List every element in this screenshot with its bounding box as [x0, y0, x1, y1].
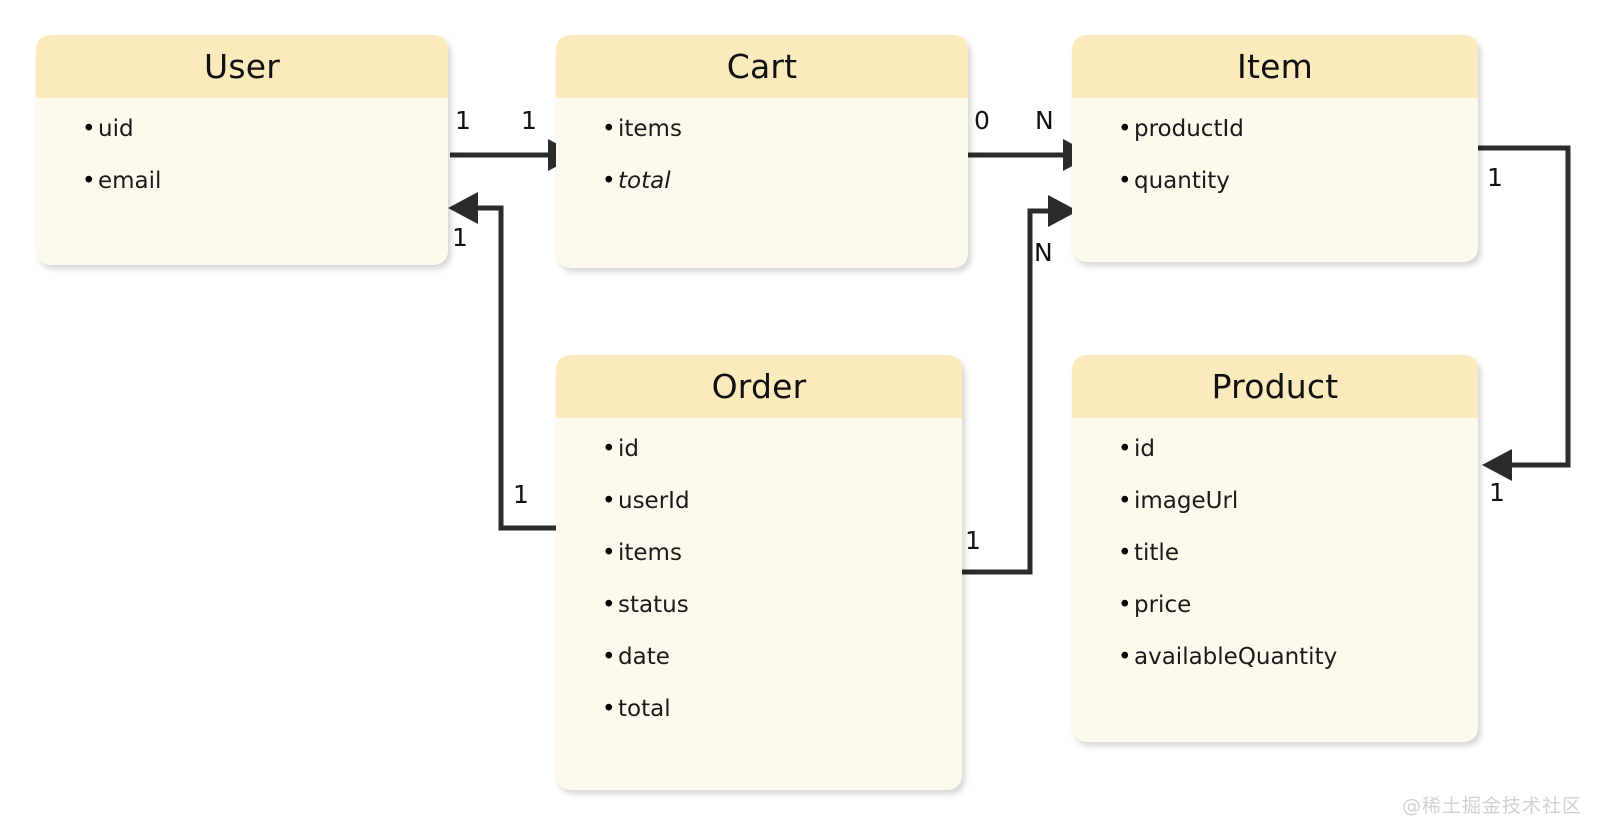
entity-order[interactable]: Order • id • userId • items • status • d…: [556, 355, 962, 790]
attribute-row: • quantity: [1072, 170, 1478, 193]
entity-user-title: User: [203, 47, 281, 86]
attribute-label: imageUrl: [1134, 488, 1239, 514]
bullet-icon: •: [602, 592, 616, 618]
bullet-icon: •: [82, 116, 96, 142]
attribute-label: total: [618, 168, 671, 194]
bullet-icon: •: [602, 168, 616, 194]
bullet-icon: •: [602, 116, 616, 142]
bullet-icon: •: [1118, 168, 1132, 194]
watermark: @稀土掘金技术社区: [1401, 795, 1582, 817]
cardinality-cart-item-source: 0: [974, 106, 990, 135]
attribute-label: productId: [1134, 116, 1244, 142]
attribute-row: • title: [1072, 542, 1478, 565]
attribute-label: email: [98, 168, 162, 194]
entity-product-header: Product: [1072, 355, 1478, 418]
cardinality-item-product-source: 1: [1487, 163, 1503, 192]
entity-order-header: Order: [556, 355, 962, 418]
attribute-label: availableQuantity: [1134, 644, 1338, 670]
attribute-row: • price: [1072, 594, 1478, 617]
attribute-label: uid: [98, 116, 134, 142]
attribute-label: items: [618, 540, 682, 566]
attribute-label: date: [618, 644, 670, 670]
cardinality-cart-item-target: N: [1035, 106, 1054, 135]
bullet-icon: •: [1118, 436, 1132, 462]
attribute-label: userId: [618, 488, 690, 514]
edge-item-product: [1478, 145, 1571, 481]
cardinality-user-cart-target: 1: [521, 106, 537, 135]
bullet-icon: •: [1118, 540, 1132, 566]
bullet-icon: •: [1118, 592, 1132, 618]
edge-order-item: [958, 195, 1078, 575]
entity-user-header: User: [36, 35, 448, 98]
attribute-label: quantity: [1134, 168, 1230, 194]
bullet-icon: •: [602, 436, 616, 462]
cardinality-order-user-source: 1: [513, 480, 529, 509]
entity-item-header: Item: [1072, 35, 1478, 98]
attribute-label: status: [618, 592, 689, 618]
entity-cart-title: Cart: [726, 47, 798, 86]
attribute-label: title: [1134, 540, 1179, 566]
attribute-row: • items: [556, 542, 962, 565]
entity-order-attributes: • id • userId • items • status • date • …: [556, 418, 962, 739]
entity-user[interactable]: User • uid • email: [36, 35, 448, 265]
attribute-label: id: [1134, 436, 1155, 462]
entity-item-attributes: • productId • quantity: [1072, 98, 1478, 211]
entity-user-attributes: • uid • email: [36, 98, 448, 211]
cardinality-order-item-source: 1: [965, 526, 981, 555]
attribute-row: • productId: [1072, 118, 1478, 141]
entity-item[interactable]: Item • productId • quantity: [1072, 35, 1478, 262]
cardinality-order-item-target: N: [1034, 238, 1053, 267]
attribute-row: • uid: [36, 118, 448, 141]
bullet-icon: •: [1118, 488, 1132, 514]
entity-product-attributes: • id • imageUrl • title • price • availa…: [1072, 418, 1478, 687]
bullet-icon: •: [602, 488, 616, 514]
cardinality-user-cart-source: 1: [455, 106, 471, 135]
cardinality-order-user-target: 1: [452, 223, 468, 252]
entity-item-title: Item: [1237, 47, 1313, 86]
entity-cart-attributes: • items • total: [556, 98, 968, 211]
attribute-row: • total: [556, 698, 962, 721]
attribute-row: • email: [36, 170, 448, 193]
entity-cart-header: Cart: [556, 35, 968, 98]
attribute-row: • imageUrl: [1072, 490, 1478, 513]
bullet-icon: •: [602, 540, 616, 566]
attribute-label: items: [618, 116, 682, 142]
entity-cart[interactable]: Cart • items • total: [556, 35, 968, 268]
attribute-row: • date: [556, 646, 962, 669]
entity-product-title: Product: [1211, 367, 1339, 406]
bullet-icon: •: [602, 696, 616, 722]
attribute-label: total: [618, 696, 671, 722]
bullet-icon: •: [1118, 116, 1132, 142]
attribute-row: • status: [556, 594, 962, 617]
attribute-row: • total: [556, 170, 968, 193]
attribute-label: id: [618, 436, 639, 462]
bullet-icon: •: [82, 168, 96, 194]
bullet-icon: •: [1118, 644, 1132, 670]
attribute-row: • userId: [556, 490, 962, 513]
cardinality-item-product-target: 1: [1489, 478, 1505, 507]
attribute-row: • id: [1072, 438, 1478, 461]
attribute-row: • items: [556, 118, 968, 141]
attribute-label: price: [1134, 592, 1192, 618]
bullet-icon: •: [602, 644, 616, 670]
entity-order-title: Order: [711, 367, 807, 406]
attribute-row: • id: [556, 438, 962, 461]
entity-product[interactable]: Product • id • imageUrl • title • price …: [1072, 355, 1478, 742]
attribute-row: • availableQuantity: [1072, 646, 1478, 669]
